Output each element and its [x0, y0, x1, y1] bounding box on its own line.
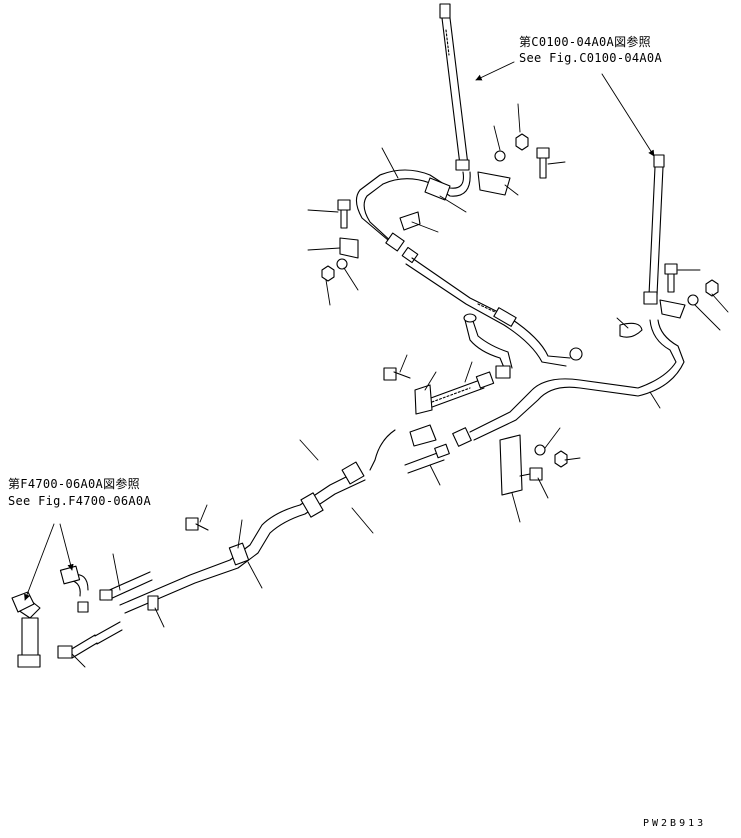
- lower-left-hoses: [58, 572, 152, 658]
- center-diagonal-hose: [402, 247, 582, 366]
- lower-center-hose: [370, 430, 449, 473]
- fasteners: [186, 134, 718, 530]
- middle-loop-tube: [464, 314, 512, 378]
- lower-long-tube: [120, 462, 365, 613]
- right-long-tube: [453, 320, 684, 446]
- elbow-fittings: [12, 566, 80, 667]
- leader-lines: [72, 104, 728, 667]
- drawing-code: PW2B913: [643, 818, 707, 829]
- upper-bent-tube: [356, 170, 470, 251]
- left-reference-jp: 第F4700-06A0A図参照: [8, 477, 140, 491]
- top-right-vertical-hose: [644, 155, 664, 304]
- top-left-vertical-hose: [440, 4, 469, 170]
- left-reference-en: See Fig.F4700-06A0A: [8, 494, 151, 508]
- brackets: [340, 172, 685, 495]
- top-reference-jp: 第C0100-04A0A図参照: [519, 35, 651, 49]
- top-reference-en: See Fig.C0100-04A0A: [519, 51, 662, 65]
- reference-arrows: [24, 62, 654, 601]
